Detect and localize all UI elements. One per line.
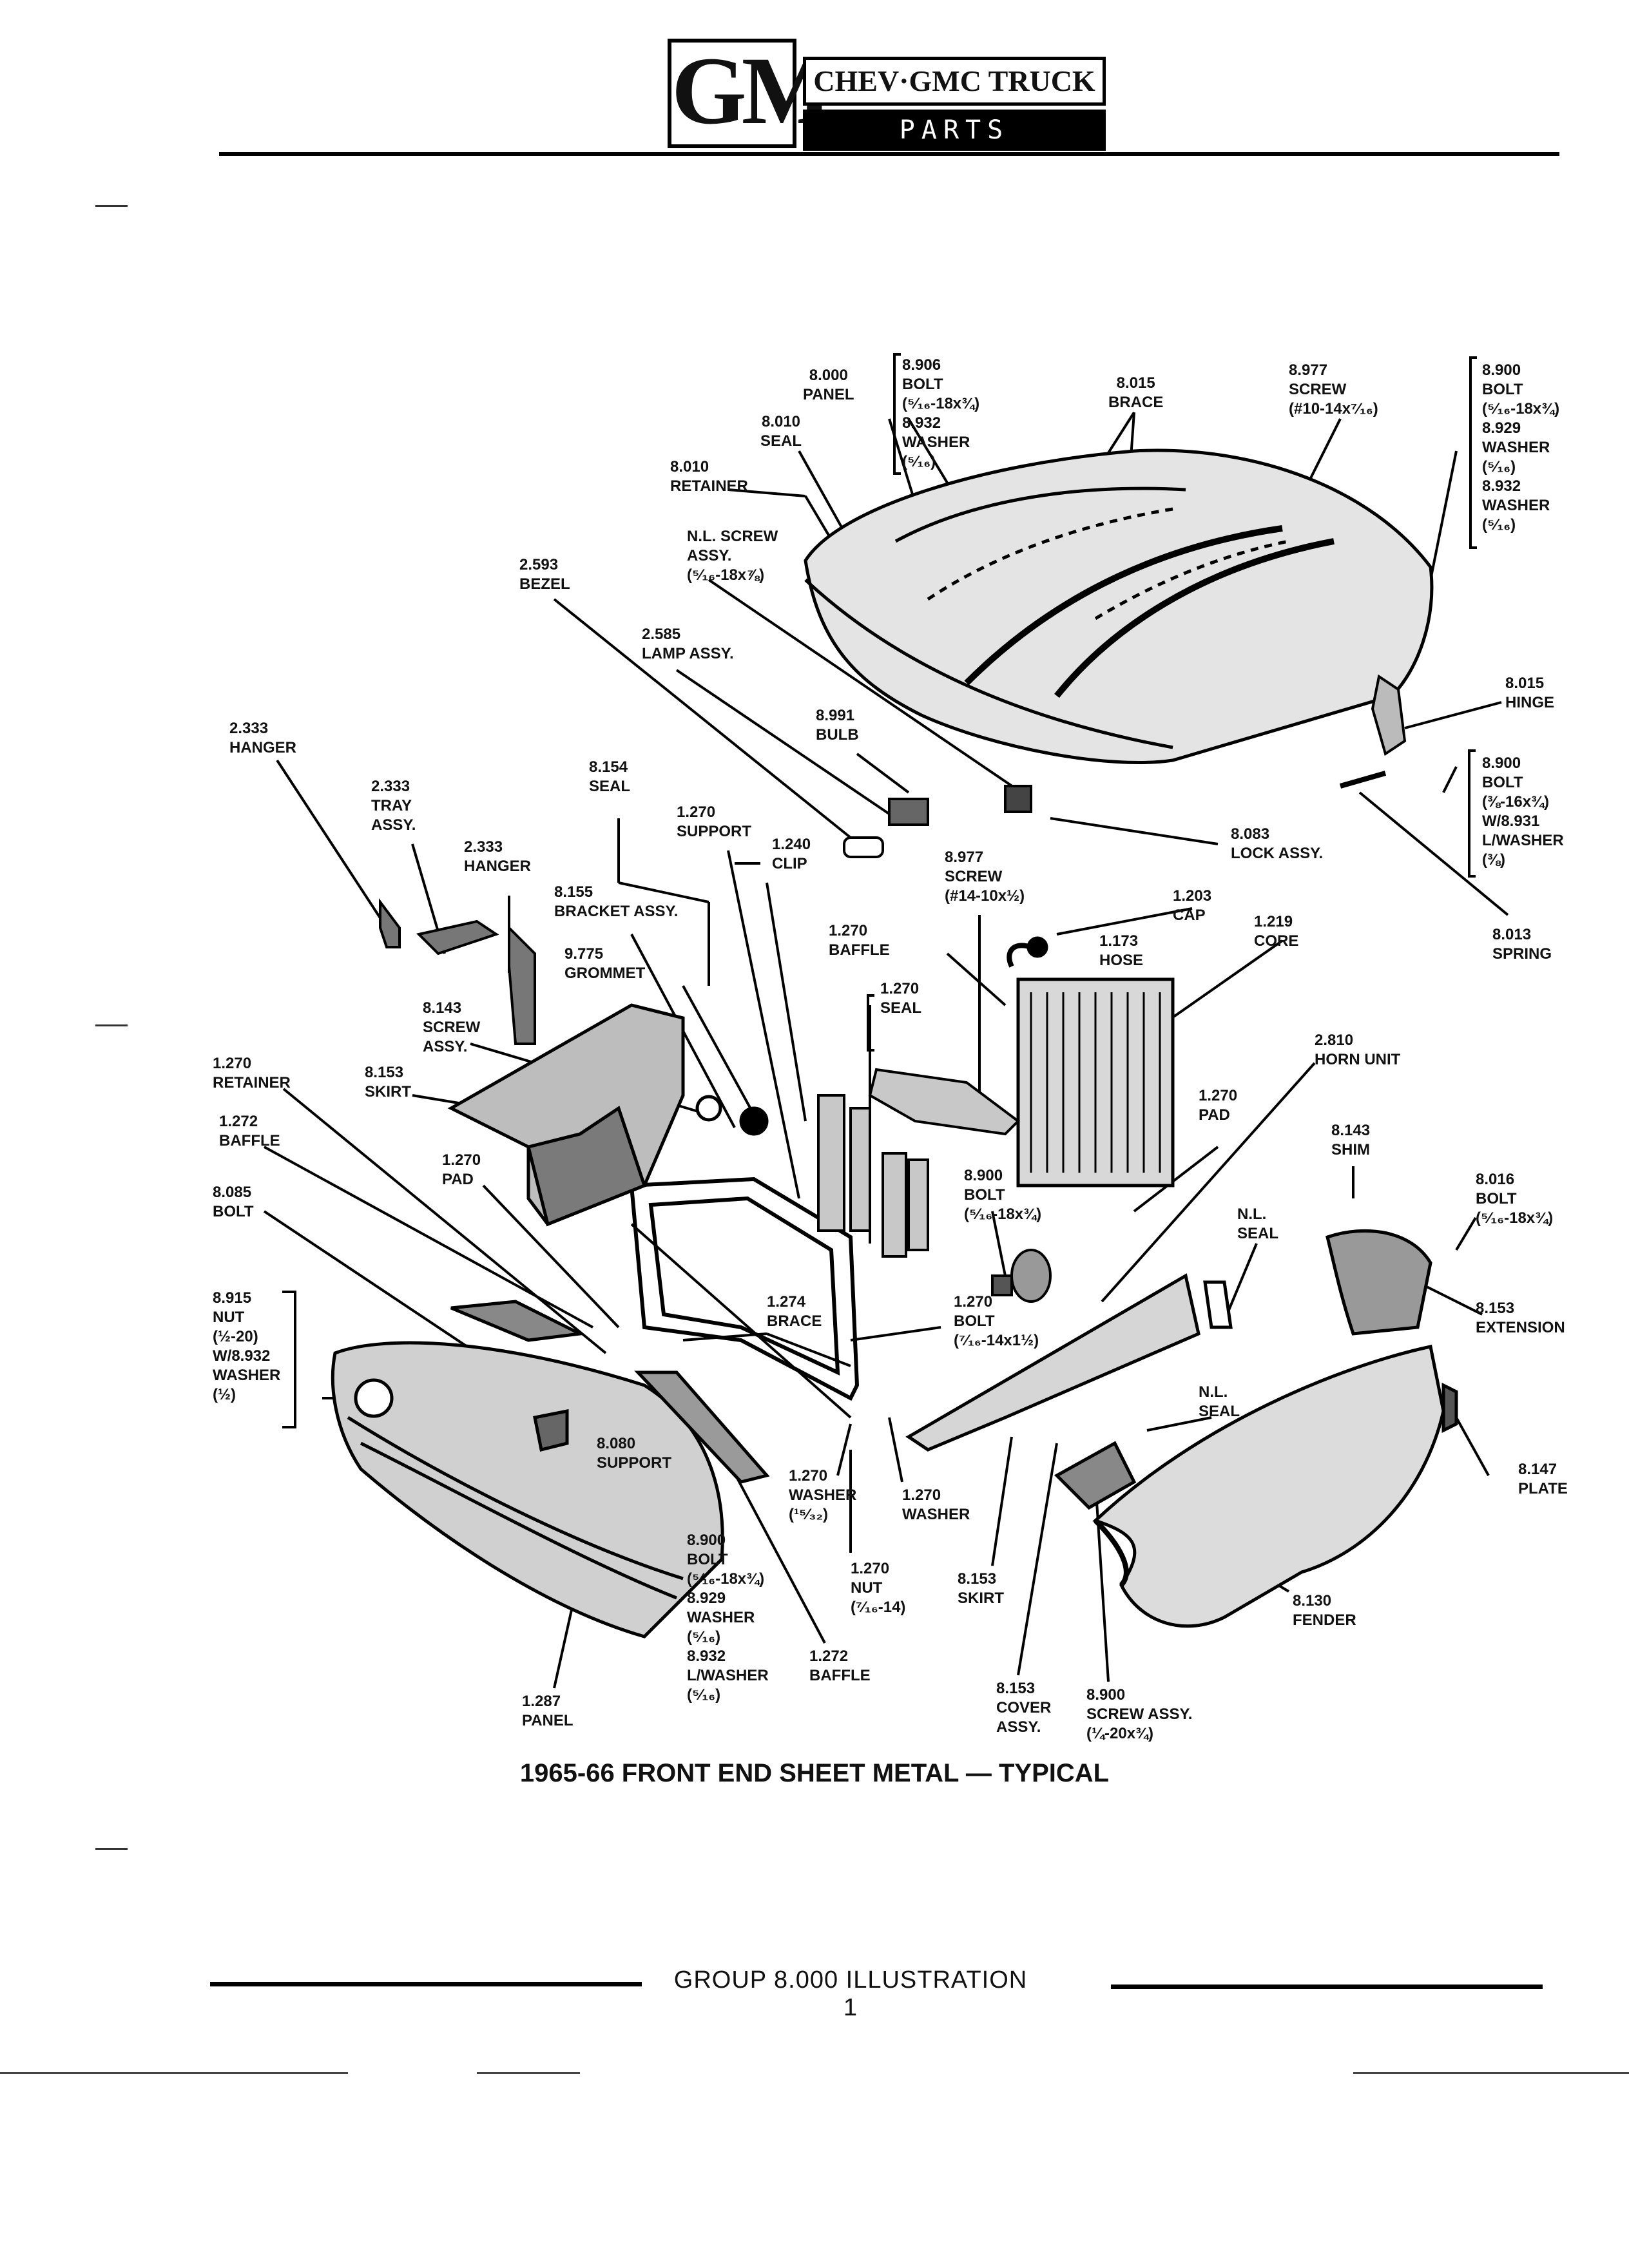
margin-mark <box>95 1848 128 1850</box>
footer-rule-right <box>1111 1984 1543 1989</box>
left-skirt <box>447 1003 769 1227</box>
fender <box>1092 1229 1458 1628</box>
bottom-rule <box>477 2072 580 2074</box>
grille-panel <box>331 1300 770 1639</box>
header-rule <box>219 152 1559 156</box>
bracket-marks <box>282 353 1477 1428</box>
footer-label: GROUP 8.000 ILLUSTRATION 1 <box>673 1966 1028 2021</box>
radiator-support <box>629 1177 860 1419</box>
footer-rule-left <box>210 1982 642 1986</box>
brand-subtitle: PARTS CATALOGUE <box>803 110 1106 186</box>
radiator-core <box>1007 936 1175 1187</box>
horn-unit <box>991 1249 1052 1303</box>
battery-hanger-tray <box>379 898 536 1045</box>
margin-mark <box>95 1024 128 1026</box>
callout-nl-seal-upper: N.L.SEAL <box>1237 1206 1279 1242</box>
bottom-rule <box>0 2072 348 2074</box>
hood-panel <box>804 448 1434 764</box>
brand-title: CHEV·GMC TRUCK <box>803 57 1106 106</box>
callout-nl-seal-lower: N.L.SEAL <box>1199 1383 1240 1420</box>
bottom-rule <box>1353 2072 1629 2074</box>
illustration-caption: 1965-66 FRONT END SHEET METAL — TYPICAL <box>519 1759 1110 1787</box>
parking-lamp <box>843 785 1032 858</box>
hood-hinge <box>1339 674 1407 789</box>
margin-mark <box>95 205 128 207</box>
baffle-seals <box>817 1068 1021 1258</box>
right-skirt <box>905 1273 1233 1510</box>
